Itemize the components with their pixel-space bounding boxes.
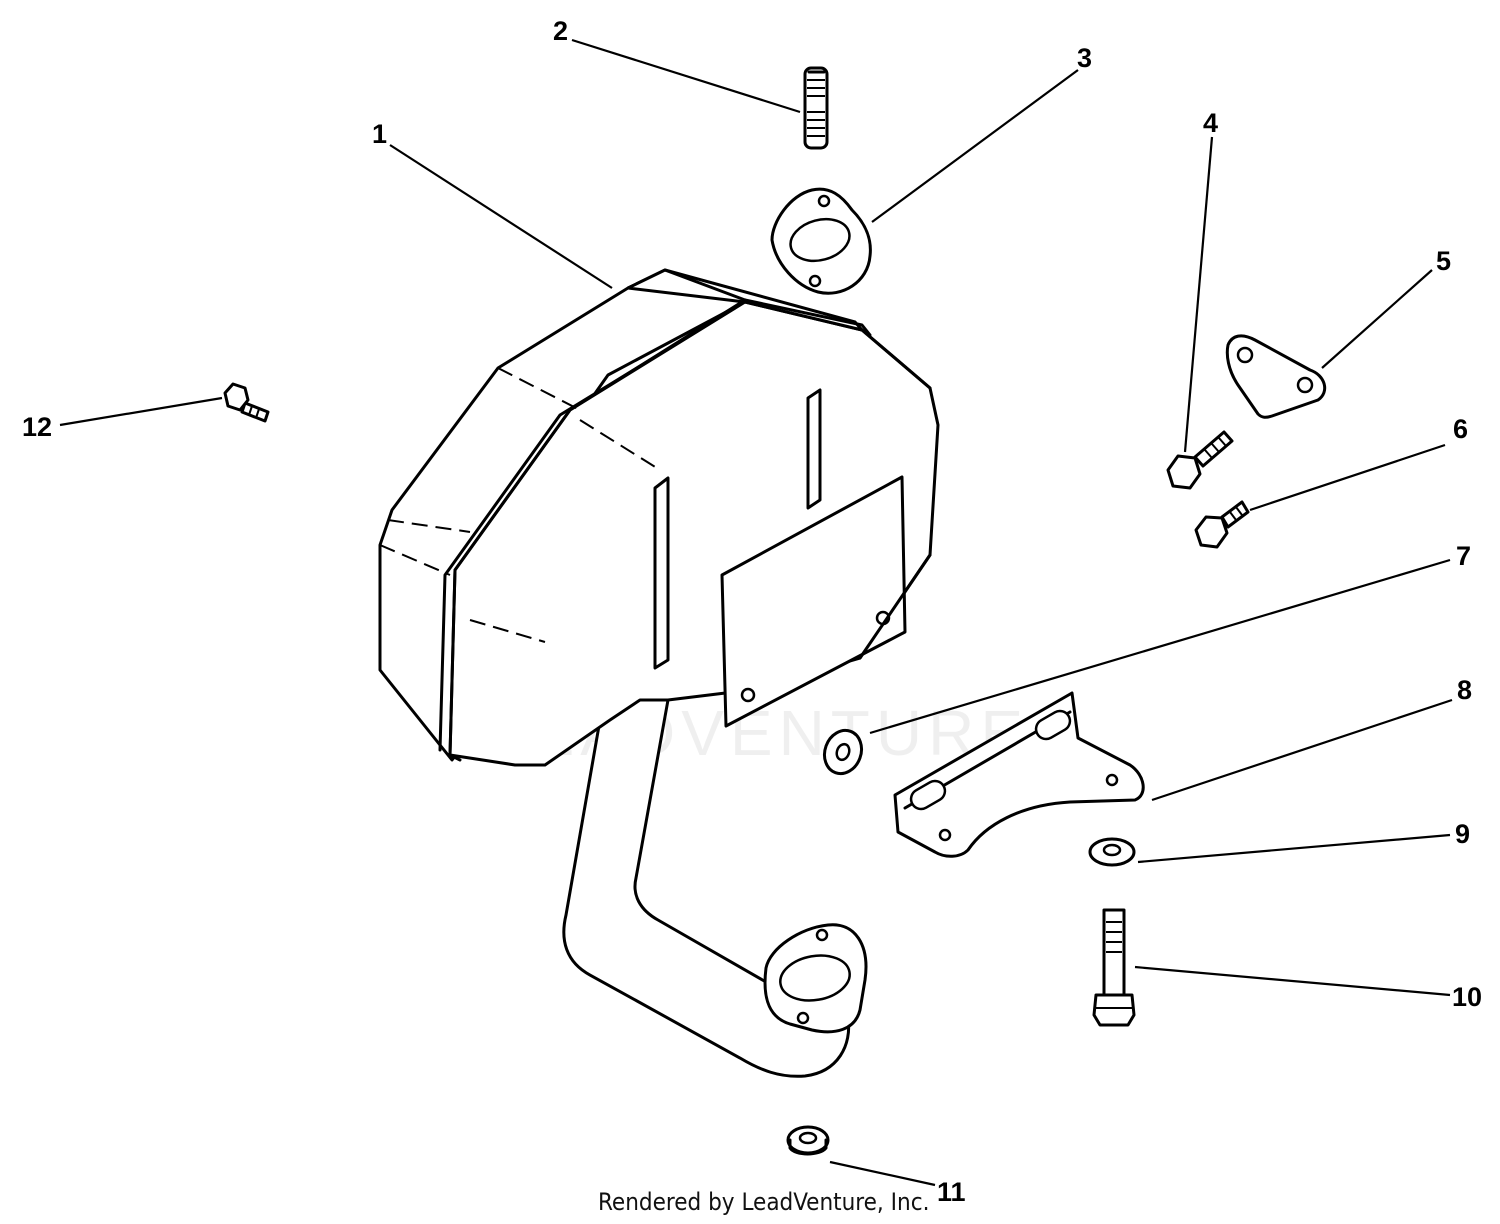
callout-10: 10: [1452, 982, 1482, 1012]
bolt-6: [1194, 500, 1250, 549]
mounting-bracket: [893, 691, 1145, 858]
bolt-12: [223, 382, 270, 423]
callout-12: 12: [22, 412, 52, 442]
bolt-10: [1092, 908, 1136, 1027]
exhaust-flange: [763, 923, 868, 1034]
callout-5: 5: [1436, 246, 1451, 276]
leader-lines: [59, 38, 1453, 1187]
callout-9: 9: [1455, 819, 1470, 849]
callout-numbers: 1 2 3 4 5 6 7 8 9 10 11 12: [22, 16, 1482, 1207]
stud: [803, 66, 829, 150]
callout-11: 11: [937, 1177, 966, 1207]
footer-credit: Rendered by LeadVenture, Inc.: [598, 1188, 929, 1216]
callout-2: 2: [553, 16, 568, 46]
callout-4: 4: [1203, 108, 1218, 138]
washer-7: [822, 728, 864, 776]
exhaust-gasket: [770, 187, 872, 295]
callout-1: 1: [372, 119, 387, 149]
bolt-4: [1166, 430, 1234, 490]
callout-3: 3: [1077, 43, 1092, 73]
washer-9: [1088, 837, 1136, 867]
bracket-plate: [1225, 334, 1327, 419]
callout-6: 6: [1453, 414, 1468, 444]
callout-8: 8: [1457, 675, 1472, 705]
callout-7: 7: [1456, 541, 1471, 571]
nut-11: [786, 1125, 830, 1156]
muffler: [378, 268, 940, 767]
